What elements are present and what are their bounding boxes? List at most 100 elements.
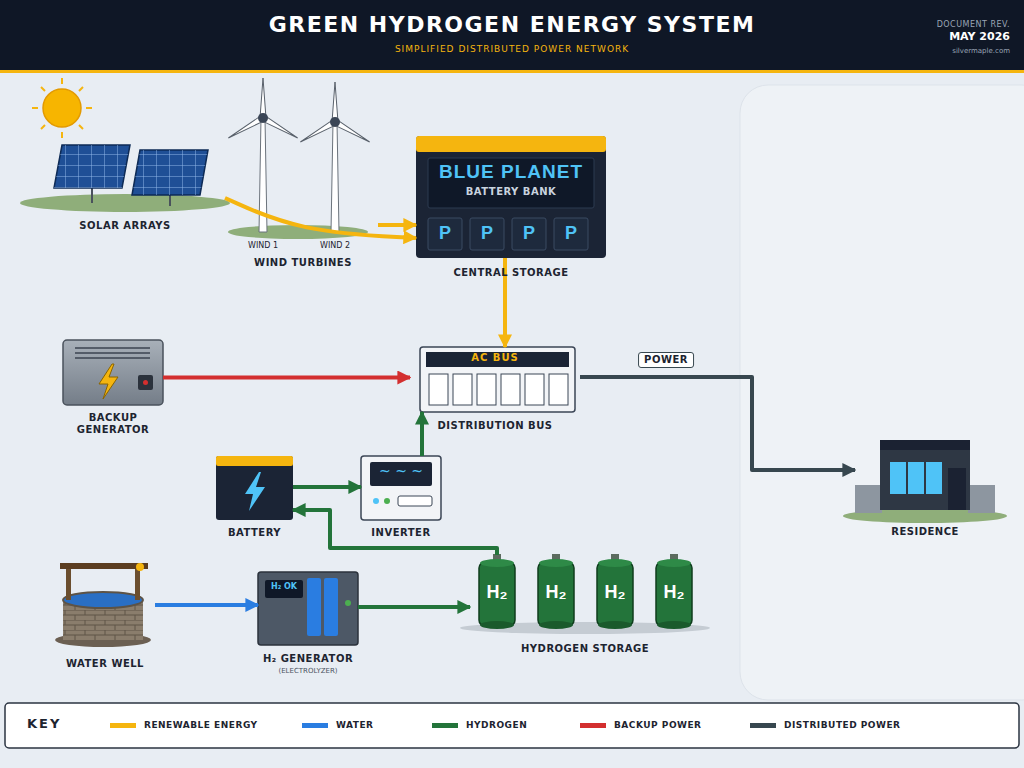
residence-icon bbox=[843, 440, 1007, 523]
node-text: H₂ GENERATOR bbox=[263, 653, 353, 665]
subtitle: SIMPLIFIED DISTRIBUTED POWER NETWORK bbox=[395, 44, 629, 54]
solar-panels bbox=[91, 188, 93, 203]
legend-heading: KEY bbox=[27, 717, 61, 732]
residence-icon bbox=[880, 440, 970, 510]
water-well bbox=[55, 563, 151, 647]
wind-turbines bbox=[258, 113, 268, 123]
tank-label: H₂ bbox=[546, 582, 567, 603]
sun-icon bbox=[32, 78, 92, 138]
residence-icon bbox=[924, 462, 926, 494]
legend-swatch bbox=[432, 723, 458, 728]
wind-turbines bbox=[227, 78, 371, 239]
inverter-icon bbox=[373, 498, 379, 504]
inverter-icon bbox=[398, 496, 432, 506]
battery-bank-cabinet bbox=[554, 218, 588, 250]
legend-item: BACKUP POWER bbox=[580, 717, 702, 733]
legend-text: WATER bbox=[336, 720, 374, 730]
cell-label: P bbox=[523, 223, 535, 244]
ac-bus-panel bbox=[426, 352, 569, 367]
battery-icon bbox=[216, 456, 293, 466]
ac-bus-panel bbox=[429, 374, 448, 405]
residence-icon bbox=[906, 462, 908, 494]
residence-icon bbox=[968, 485, 995, 513]
cell-label: P bbox=[439, 223, 451, 244]
node-caption: (ELECTROLYZER) bbox=[278, 667, 337, 675]
residence-box: RESIDENCE bbox=[855, 438, 995, 518]
ac-bus-panel bbox=[420, 347, 575, 412]
battery-bank-cabinet bbox=[416, 136, 606, 258]
residence-icon bbox=[890, 462, 942, 494]
battery-box: BATTERY bbox=[216, 456, 293, 520]
edge-label: POWER bbox=[638, 352, 694, 368]
revision-label: DOCUMENT REV. bbox=[937, 20, 1010, 29]
node-caption: SOLAR ARRAYS bbox=[79, 220, 170, 232]
solar-panels bbox=[54, 145, 130, 188]
legend-swatch bbox=[302, 723, 328, 728]
residence-icon bbox=[948, 468, 966, 510]
water-well bbox=[135, 568, 140, 600]
wind-turbines: WIND TURBINES bbox=[228, 78, 378, 238]
connector bbox=[163, 376, 410, 380]
water-well bbox=[136, 563, 144, 571]
solar-panels bbox=[20, 194, 230, 212]
well-box: WATER WELL bbox=[55, 563, 155, 648]
node-caption: WIND TURBINES bbox=[254, 257, 352, 269]
residence-icon bbox=[855, 485, 882, 513]
node-text: BATTERY BANK bbox=[466, 186, 557, 198]
title-bar bbox=[0, 70, 1024, 73]
legend-frame bbox=[5, 703, 1019, 748]
revision-date: MAY 2026 bbox=[949, 31, 1010, 44]
battery-icon bbox=[216, 456, 293, 520]
sun-icon bbox=[61, 78, 63, 84]
hydrogen-tanks bbox=[479, 554, 515, 629]
water-well bbox=[66, 568, 71, 600]
connector bbox=[358, 605, 470, 609]
inverter-icon bbox=[370, 462, 432, 486]
node-caption: HYDROGEN STORAGE bbox=[521, 643, 649, 655]
legend-swatch bbox=[750, 723, 776, 728]
sun-icon bbox=[41, 87, 45, 91]
node-text: AC BUS bbox=[471, 352, 519, 364]
battery-bank-cabinet bbox=[428, 218, 462, 250]
legend-text: DISTRIBUTED POWER bbox=[784, 720, 901, 730]
legend-item: RENEWABLE ENERGY bbox=[110, 717, 258, 733]
battery-icon bbox=[245, 472, 265, 511]
tank-label: H₂ bbox=[605, 582, 626, 603]
node-caption: BATTERY bbox=[228, 527, 281, 539]
node-caption: BACKUP GENERATOR bbox=[65, 412, 161, 435]
electrolyzer-icon bbox=[258, 572, 358, 645]
diagram-title: GREEN HYDROGEN ENERGY SYSTEM bbox=[269, 12, 756, 37]
legend-frame bbox=[5, 703, 1019, 748]
electrolyzer-icon bbox=[345, 600, 351, 606]
node-caption: INVERTER bbox=[371, 527, 430, 539]
connector bbox=[293, 485, 361, 489]
node-caption: WATER WELL bbox=[66, 658, 144, 670]
generator-icon bbox=[63, 340, 163, 405]
hydrogen-tanks bbox=[538, 554, 574, 629]
wind-turbines bbox=[299, 82, 371, 145]
generator-icon bbox=[75, 352, 150, 354]
ac-bus-panel bbox=[420, 347, 575, 412]
generator-icon bbox=[63, 340, 163, 405]
hydrogen-tanks bbox=[460, 554, 710, 634]
residence-icon bbox=[880, 440, 970, 450]
node-caption: CENTRAL STORAGE bbox=[453, 267, 568, 279]
inverter-box: ~ ~ ~INVERTER bbox=[361, 456, 441, 520]
legend-item: WATER bbox=[302, 717, 374, 733]
generator-box: BACKUP GENERATOR bbox=[63, 340, 163, 405]
legend-text: HYDROGEN bbox=[466, 720, 527, 730]
connector bbox=[225, 198, 416, 238]
electrolyzer-icon bbox=[258, 572, 358, 645]
generator-icon bbox=[75, 357, 150, 359]
wind-turbines bbox=[331, 122, 339, 232]
turbine-label: WIND 2 bbox=[320, 241, 350, 250]
sun-icon bbox=[32, 107, 38, 109]
bus-box: AC BUSDISTRIBUTION BUS bbox=[410, 347, 580, 412]
title-bar bbox=[0, 0, 1024, 73]
generator-icon bbox=[143, 380, 148, 385]
sun-icon bbox=[86, 107, 92, 109]
node-text: H₂ OK bbox=[271, 582, 297, 591]
wind-turbines bbox=[330, 117, 340, 127]
